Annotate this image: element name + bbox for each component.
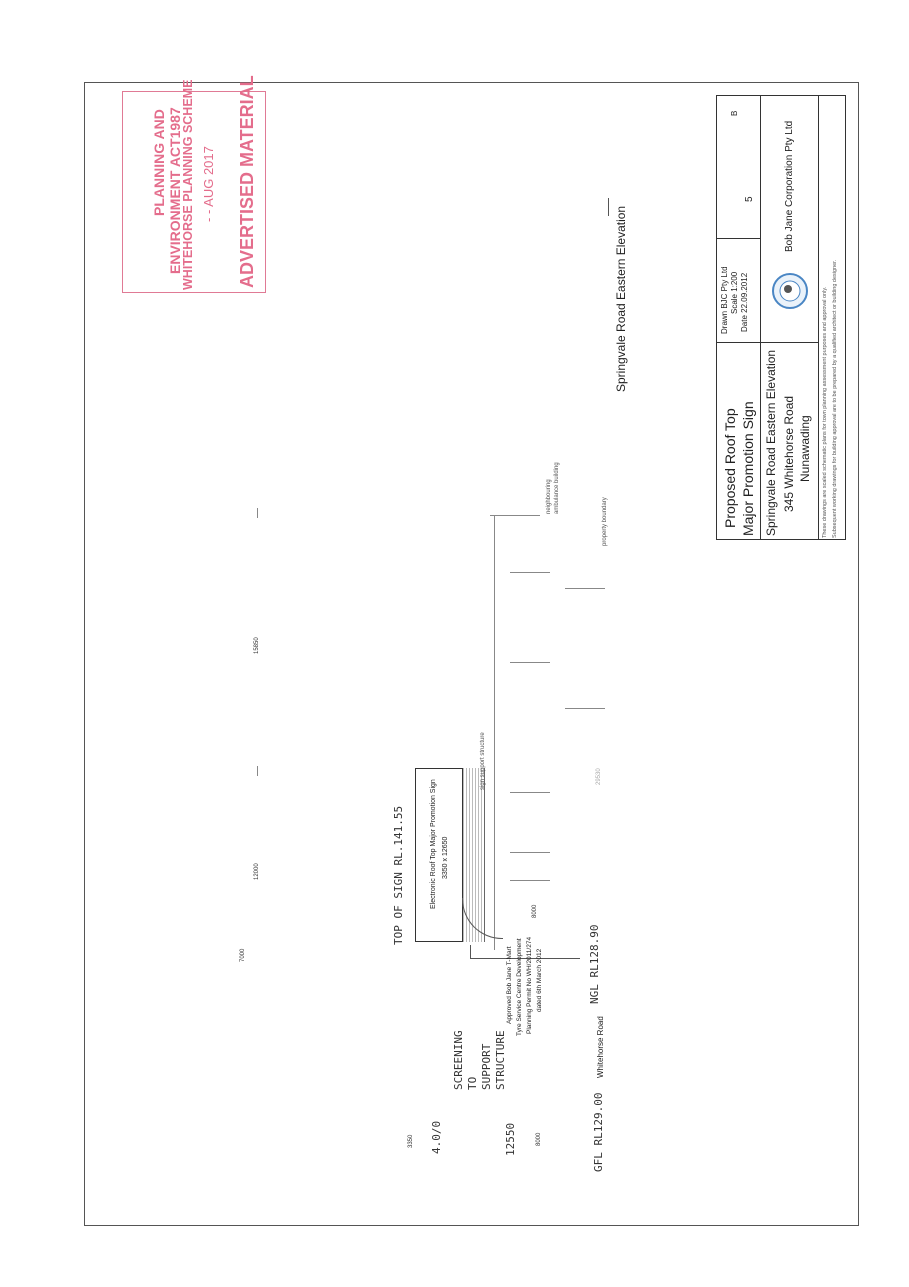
floor-line: [510, 572, 550, 573]
sign-label: Electronic Roof Top Major Promotion Sign: [430, 779, 437, 909]
drawing-sheet-border: [84, 82, 859, 1226]
leader-tick: [470, 945, 471, 959]
title-block-divider: [760, 95, 761, 540]
planning-stamp: PLANNING AND ENVIRONMENT ACT1987 WHITEHO…: [122, 75, 266, 293]
dim-tick: [257, 766, 258, 776]
revision: B: [730, 110, 739, 116]
leader-line: [470, 958, 580, 959]
stamp-line-1: PLANNING AND: [151, 109, 167, 216]
disclaimer-line-2: Subsequent working drawings for building…: [832, 259, 838, 538]
top-of-sign-note: TOP OF SIGN RL.141.55: [392, 805, 405, 945]
dim-3350: 3350: [408, 1134, 414, 1148]
screening-note: SCREENING TO SUPPORT STRUCTURE: [452, 1030, 507, 1090]
dim-15850: 15850: [254, 637, 260, 654]
roof-top-sign: Electronic Roof Top Major Promotion Sign…: [415, 768, 463, 942]
dim-7000: 7000: [240, 948, 246, 962]
dim-29530: 29530: [596, 768, 602, 785]
floor-line: [510, 880, 550, 881]
drawing-date: Date 22.09.2012: [740, 272, 749, 332]
subtitle-line-1: Springvale Road Eastern Elevation: [764, 349, 778, 536]
building-edge: [494, 515, 495, 950]
title-block-divider: [818, 95, 819, 540]
sheet-number: 5: [744, 196, 755, 202]
company-logo: [770, 268, 810, 314]
subtitle-line-3: Nunawading: [798, 415, 812, 482]
dim-8000: 8000: [532, 904, 538, 918]
disclaimer-line-1: These drawings are scaled schematic plan…: [822, 286, 828, 538]
subtitle-line-2: 345 Whitehorse Road: [782, 395, 796, 512]
drawing-scale: Scale 1:200: [730, 271, 739, 314]
company-name: Bob Jane Corporation Pty Ltd: [784, 120, 795, 252]
property-boundary-label: property boundary: [602, 497, 608, 546]
title-block: [716, 95, 846, 540]
floor-line: [565, 708, 605, 709]
dim-12000: 12000: [254, 863, 260, 880]
approved-line-1: Approved Bob Jane T-Mart: [506, 946, 513, 1024]
floor-line: [510, 852, 550, 853]
company-seal-icon: [772, 273, 808, 309]
boundary-line: [490, 515, 540, 516]
floor-line: [510, 662, 550, 663]
road-label: Whitehorse Road: [596, 1016, 605, 1078]
support-label: sign support structure: [480, 732, 486, 790]
drawn-by: Drawn BJC Pty Ltd: [720, 266, 729, 334]
floor-line: [510, 792, 550, 793]
stamp-advertised: ADVERTISED MATERIAL: [237, 75, 257, 288]
elevation-label: Springvale Road Eastern Elevation: [614, 205, 628, 392]
title-block-divider: [716, 342, 818, 343]
dim-tick: [257, 508, 258, 518]
gfl-note: GFL RL129.00: [592, 1092, 605, 1172]
stamp-date: - - AUG 2017: [201, 146, 216, 222]
approved-line-4: dated 6th March 2012: [536, 948, 543, 1012]
approved-line-2: Tyre Service Centre Development: [516, 938, 523, 1036]
elevation-tick: [608, 198, 609, 216]
dim-8000-left: 8000: [536, 1132, 542, 1146]
sign-size: 3350 x 12650: [442, 836, 449, 879]
title-block-divider: [716, 238, 760, 239]
ngl-note: NGL RL128.90: [588, 924, 601, 1004]
dim-overall: 4.0/0: [430, 1120, 443, 1154]
approved-line-3: Planning Permit No WH/2011/274: [526, 936, 533, 1034]
floor-line: [565, 588, 605, 589]
dim-12550: 12550: [504, 1122, 517, 1156]
stamp-line-3: WHITEHORSE PLANNING SCHEME: [181, 79, 195, 290]
neighbouring-building-label: neighbouring ambulance building: [546, 462, 560, 514]
title-line-1: Proposed Roof Top: [722, 408, 738, 528]
title-line-2: Major Promotion Sign: [740, 401, 756, 536]
